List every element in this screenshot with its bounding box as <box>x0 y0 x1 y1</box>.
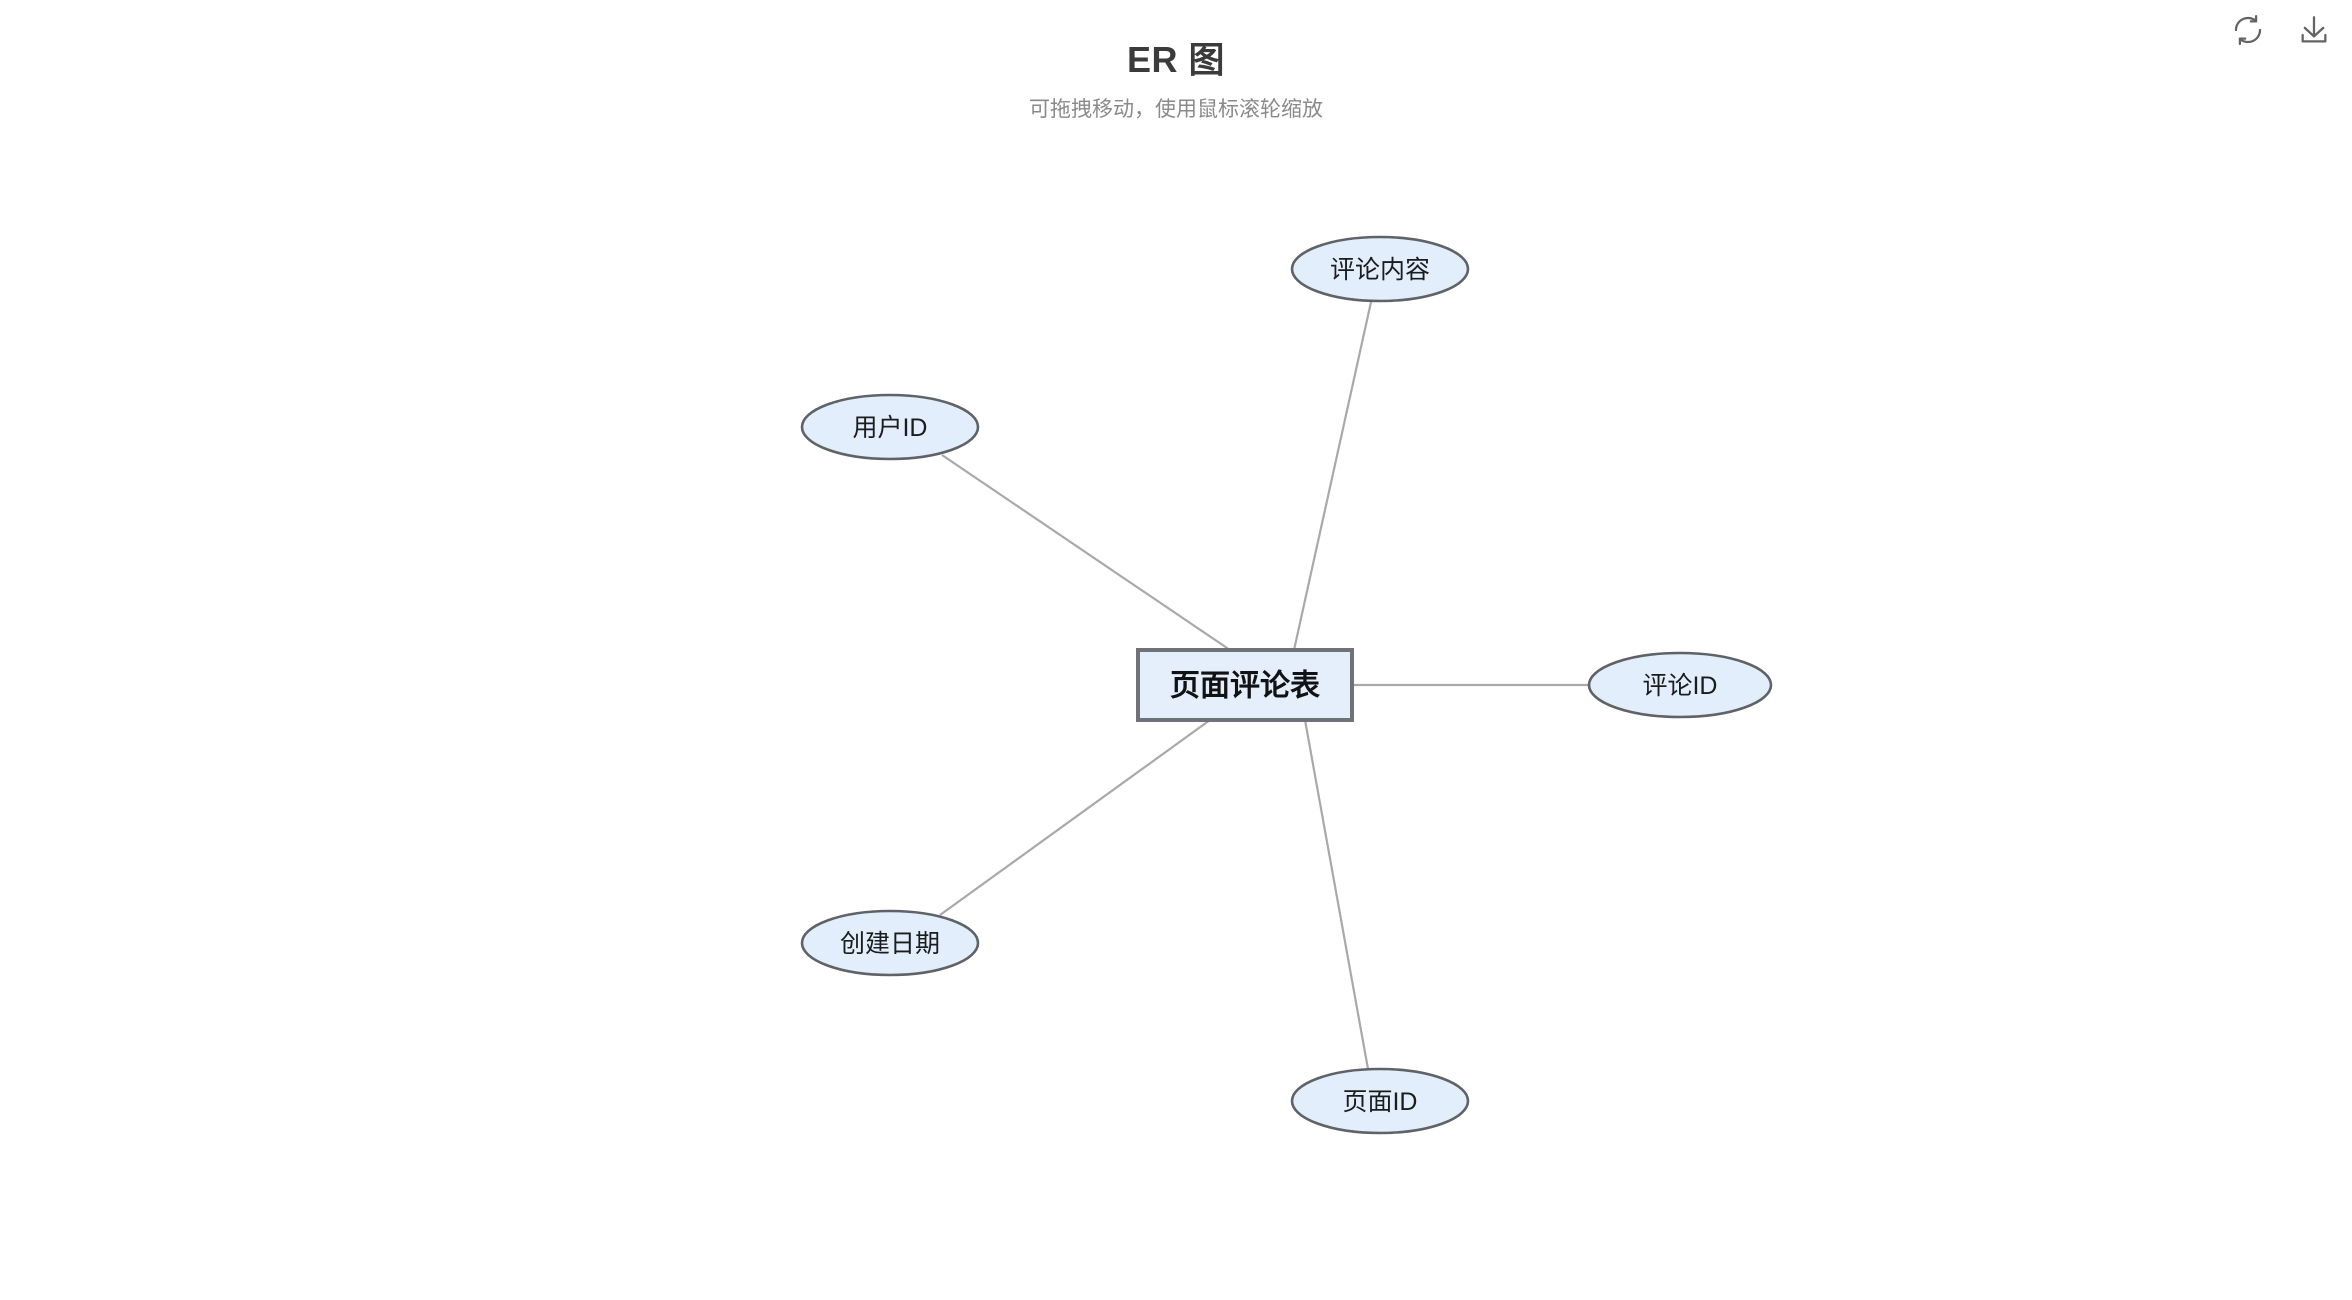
refresh-icon <box>2231 13 2265 47</box>
refresh-button[interactable] <box>2228 10 2268 50</box>
entity-label: 页面评论表 <box>1170 670 1320 703</box>
attribute-label: 用户ID <box>852 414 927 442</box>
er-attribute-node[interactable]: 页面ID <box>1290 1067 1470 1135</box>
attribute-label: 页面ID <box>1342 1088 1417 1116</box>
attribute-shape[interactable] <box>800 393 980 461</box>
entity-shape[interactable] <box>1136 648 1354 722</box>
attribute-shape[interactable] <box>1587 651 1773 719</box>
attribute-shape[interactable] <box>1290 235 1470 303</box>
er-attribute-node[interactable]: 评论内容 <box>1290 235 1470 303</box>
er-edge <box>941 454 1231 651</box>
er-entity-node[interactable]: 页面评论表 <box>1136 648 1354 722</box>
er-edge <box>1292 301 1373 651</box>
er-edge <box>939 719 1211 916</box>
attribute-label: 评论ID <box>1642 672 1717 700</box>
attribute-label: 创建日期 <box>840 930 940 958</box>
er-attribute-node[interactable]: 评论ID <box>1587 651 1773 719</box>
attribute-shape[interactable] <box>800 909 980 977</box>
er-attribute-node[interactable]: 用户ID <box>800 393 980 461</box>
download-button[interactable] <box>2294 10 2334 50</box>
attribute-shape[interactable] <box>1290 1067 1470 1135</box>
download-icon <box>2297 13 2331 47</box>
diagram-toolbar <box>2228 10 2334 50</box>
edge-layer <box>939 301 1589 1070</box>
er-edge <box>1303 719 1370 1070</box>
er-attribute-node[interactable]: 创建日期 <box>800 909 980 977</box>
attribute-label: 评论内容 <box>1330 256 1430 284</box>
